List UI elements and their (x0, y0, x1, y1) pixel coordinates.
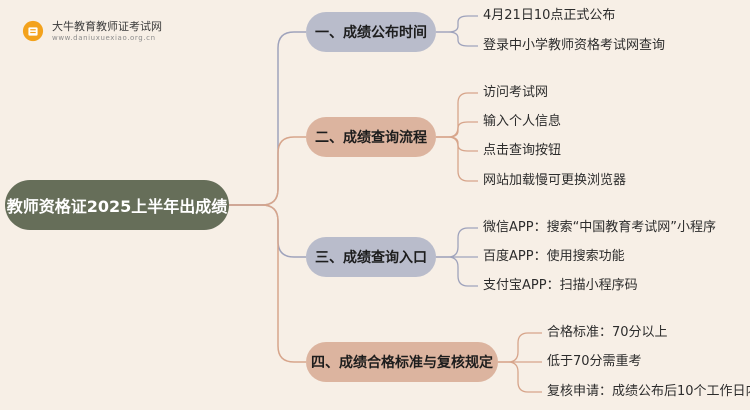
connector-b3-l3 (436, 256, 478, 287)
connector-b4-l3 (498, 361, 542, 393)
leaf-alipay-app: 支付宝APP：扫描小程序码 (483, 278, 638, 293)
connector-b4-l1 (498, 332, 542, 363)
connector-root-b2 (229, 136, 306, 206)
leaf-review-request: 复核申请：成绩公布后10个工作日内 (547, 384, 750, 399)
connector-b2-l4 (436, 136, 478, 182)
leaf-retake-rule: 低于70分需重考 (547, 354, 642, 369)
connector-root-b1 (229, 31, 306, 206)
connector-b3-l1 (436, 227, 478, 258)
branch-query-entry: 三、成绩查询入口 (306, 237, 436, 277)
connector-b1-l2 (436, 31, 478, 47)
connector-b2-l2 (436, 121, 478, 138)
site-title: 大牛教育教师证考试网 (52, 20, 162, 33)
branch-query-process: 二、成绩查询流程 (306, 117, 436, 157)
branch-pass-standard-review: 四、成绩合格标准与复核规定 (306, 342, 498, 382)
connector-b2-l3 (436, 136, 478, 152)
branch-score-release-time: 一、成绩公布时间 (306, 12, 436, 52)
site-url: www.daniuxuexiao.org.cn (52, 34, 156, 42)
leaf-release-date: 4月21日10点正式公布 (483, 8, 616, 23)
leaf-enter-info: 输入个人信息 (483, 114, 562, 129)
leaf-click-query: 点击查询按钮 (483, 143, 562, 158)
leaf-wechat-app: 微信APP：搜索“中国教育考试网”小程序 (483, 220, 717, 235)
leaf-change-browser: 网站加载慢可更换浏览器 (483, 173, 627, 188)
connector-b2-l1 (436, 92, 478, 138)
connector-root-b3 (229, 204, 306, 258)
leaf-visit-site: 访问考试网 (483, 85, 549, 100)
connector-b1-l1 (436, 15, 478, 33)
leaf-baidu-app: 百度APP：使用搜索功能 (483, 249, 625, 264)
site-logo[interactable]: 大牛教育教师证考试网 www.daniuxuexiao.org.cn (18, 16, 178, 50)
book-badge-icon (22, 20, 44, 42)
root-node: 教师资格证2025上半年出成绩 (5, 180, 229, 230)
leaf-login-site: 登录中小学教师资格考试网查询 (483, 38, 666, 53)
connector-root-b4 (229, 204, 306, 363)
leaf-pass-standard: 合格标准：70分以上 (547, 325, 668, 340)
